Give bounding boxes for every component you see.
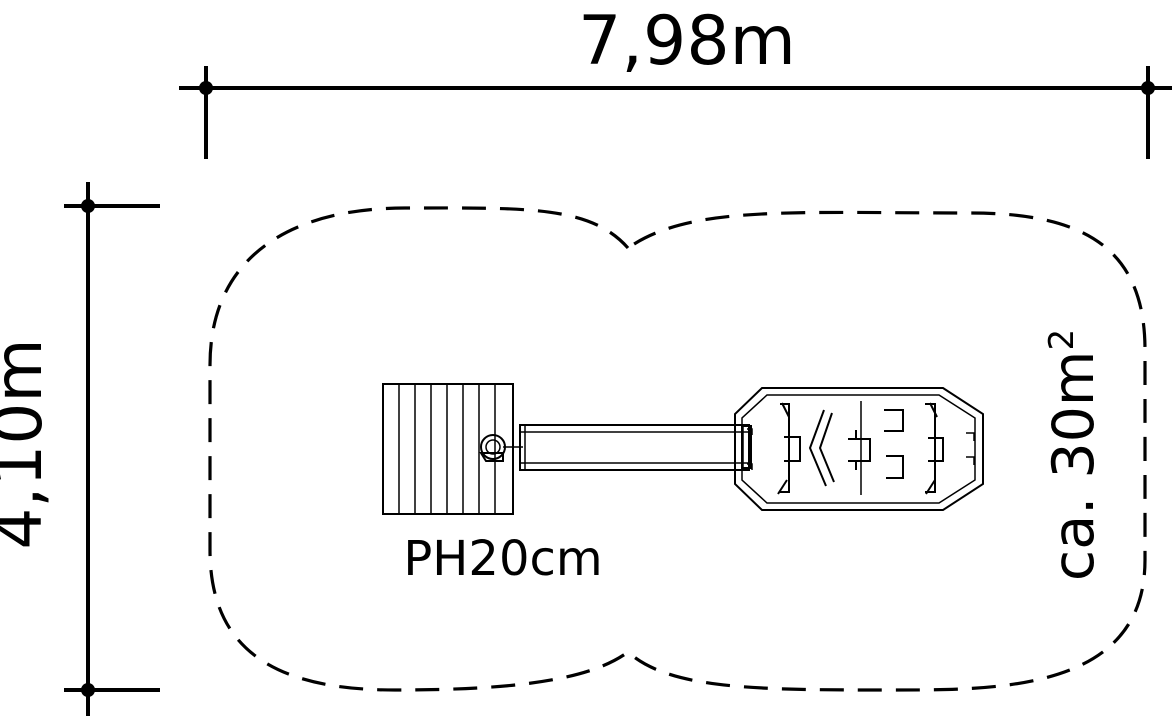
bottom-height-dimension-dot [81,683,95,697]
platform-height-label: PH20cm [403,531,602,587]
play-unit-right-bracket-a [884,409,904,432]
area-label-superscript: 2 [1042,329,1082,351]
play-unit-left-diagonals [777,402,790,495]
left-width-dimension-dot [199,81,213,95]
safety-area-dashed-boundary [208,206,1147,692]
platform-connector [479,452,504,462]
play-unit-inner-frame [741,394,976,504]
square-platform [382,383,523,515]
play-unit-right-bracket-b [886,455,904,479]
play-unit-chevron [808,409,835,487]
horizontal-dimension: 7,98m [179,2,1172,159]
width-dimension-label: 7,98m [578,2,796,81]
octagonal-play-unit [734,387,984,511]
play-unit-left-bracket [780,403,801,493]
height-dimension-label: 4,10m [0,338,57,549]
right-width-dimension-dot [1141,81,1155,95]
play-unit-outer-frame [734,387,984,511]
bridge-outer-rail [519,424,750,471]
play-unit-center-bracket [848,430,871,470]
playground-equipment [382,383,984,515]
play-unit-right-diagonals [925,402,938,495]
top-height-dimension-dot [81,199,95,213]
play-unit-left-clamp [747,428,753,470]
area-label: ca. 30m2 [1041,329,1107,581]
area-label-main: ca. 30m [1041,351,1107,582]
vertical-dimension: 4,10m [0,182,160,716]
play-unit-right-clamp [966,432,975,465]
